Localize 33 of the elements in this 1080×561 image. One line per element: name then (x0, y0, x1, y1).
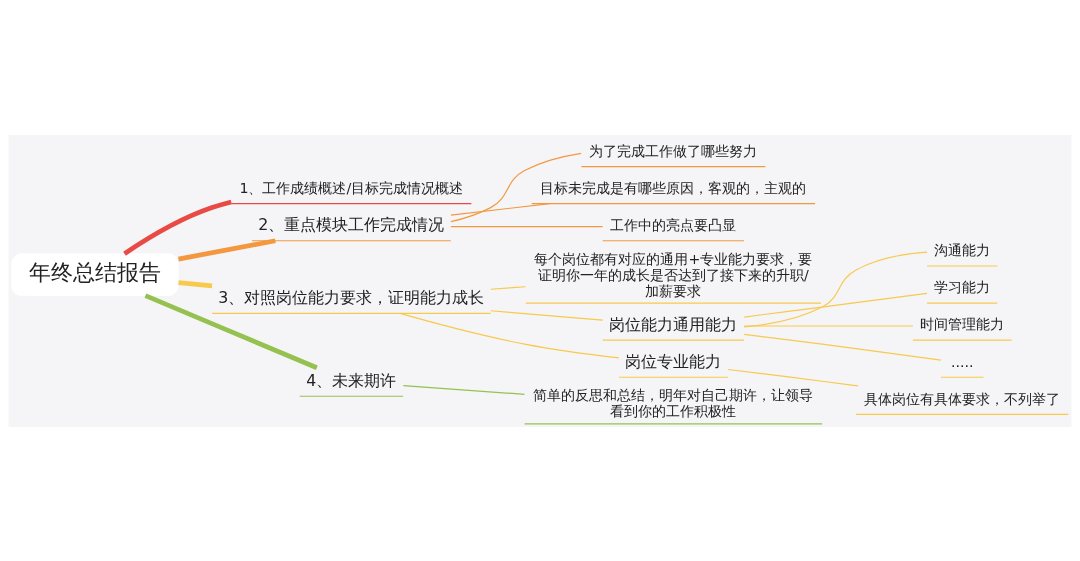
node-box: 年终总结报告 (11, 252, 179, 296)
connector (450, 225, 604, 227)
connector (402, 384, 525, 395)
connector (490, 285, 527, 290)
node-text: 沟通能力 (934, 241, 991, 258)
connector (178, 237, 276, 261)
node-text: 3、对照岗位能力要求，证明能力成长 (218, 287, 485, 307)
node-text: 为了完成工作做了哪些努力 (589, 142, 758, 159)
connector (399, 312, 620, 358)
connector (743, 251, 928, 328)
connector (144, 292, 318, 370)
node-text: 1、工作成绩概述/目标完成情况概述 (239, 179, 464, 196)
node-text: 目标未完成是有哪些原因，客观的，主观的 (540, 179, 807, 196)
node-text: 具体岗位有具体要求，不列举了 (864, 390, 1061, 407)
node-text: 简单的反思和总结，明年对自己期许，让领导看到你的工作积极性 (533, 386, 814, 419)
connector (178, 279, 213, 288)
connector (743, 333, 942, 361)
connector (743, 292, 928, 318)
node-text: 岗位专业能力 (625, 351, 722, 371)
connector (450, 202, 551, 216)
connector (727, 368, 859, 387)
connector (490, 309, 604, 321)
node-text: ..... (950, 353, 974, 370)
connector (743, 324, 914, 327)
connector (123, 199, 232, 256)
connector (450, 152, 582, 222)
node-text: 学习能力 (934, 278, 991, 295)
node-text: 时间管理能力 (920, 315, 1005, 332)
node-text: 工作中的亮点要凸显 (610, 216, 737, 233)
node-text: 每个岗位都有对应的通用+专业能力要求，要证明你一年的成长是否达到了接下来的升职/加薪要求 (534, 250, 813, 299)
node-text: 2、重点模块工作完成情况 (258, 214, 445, 234)
node-text: 4、未来期许 (306, 370, 397, 390)
node-text: 岗位能力通用能力 (609, 314, 738, 334)
